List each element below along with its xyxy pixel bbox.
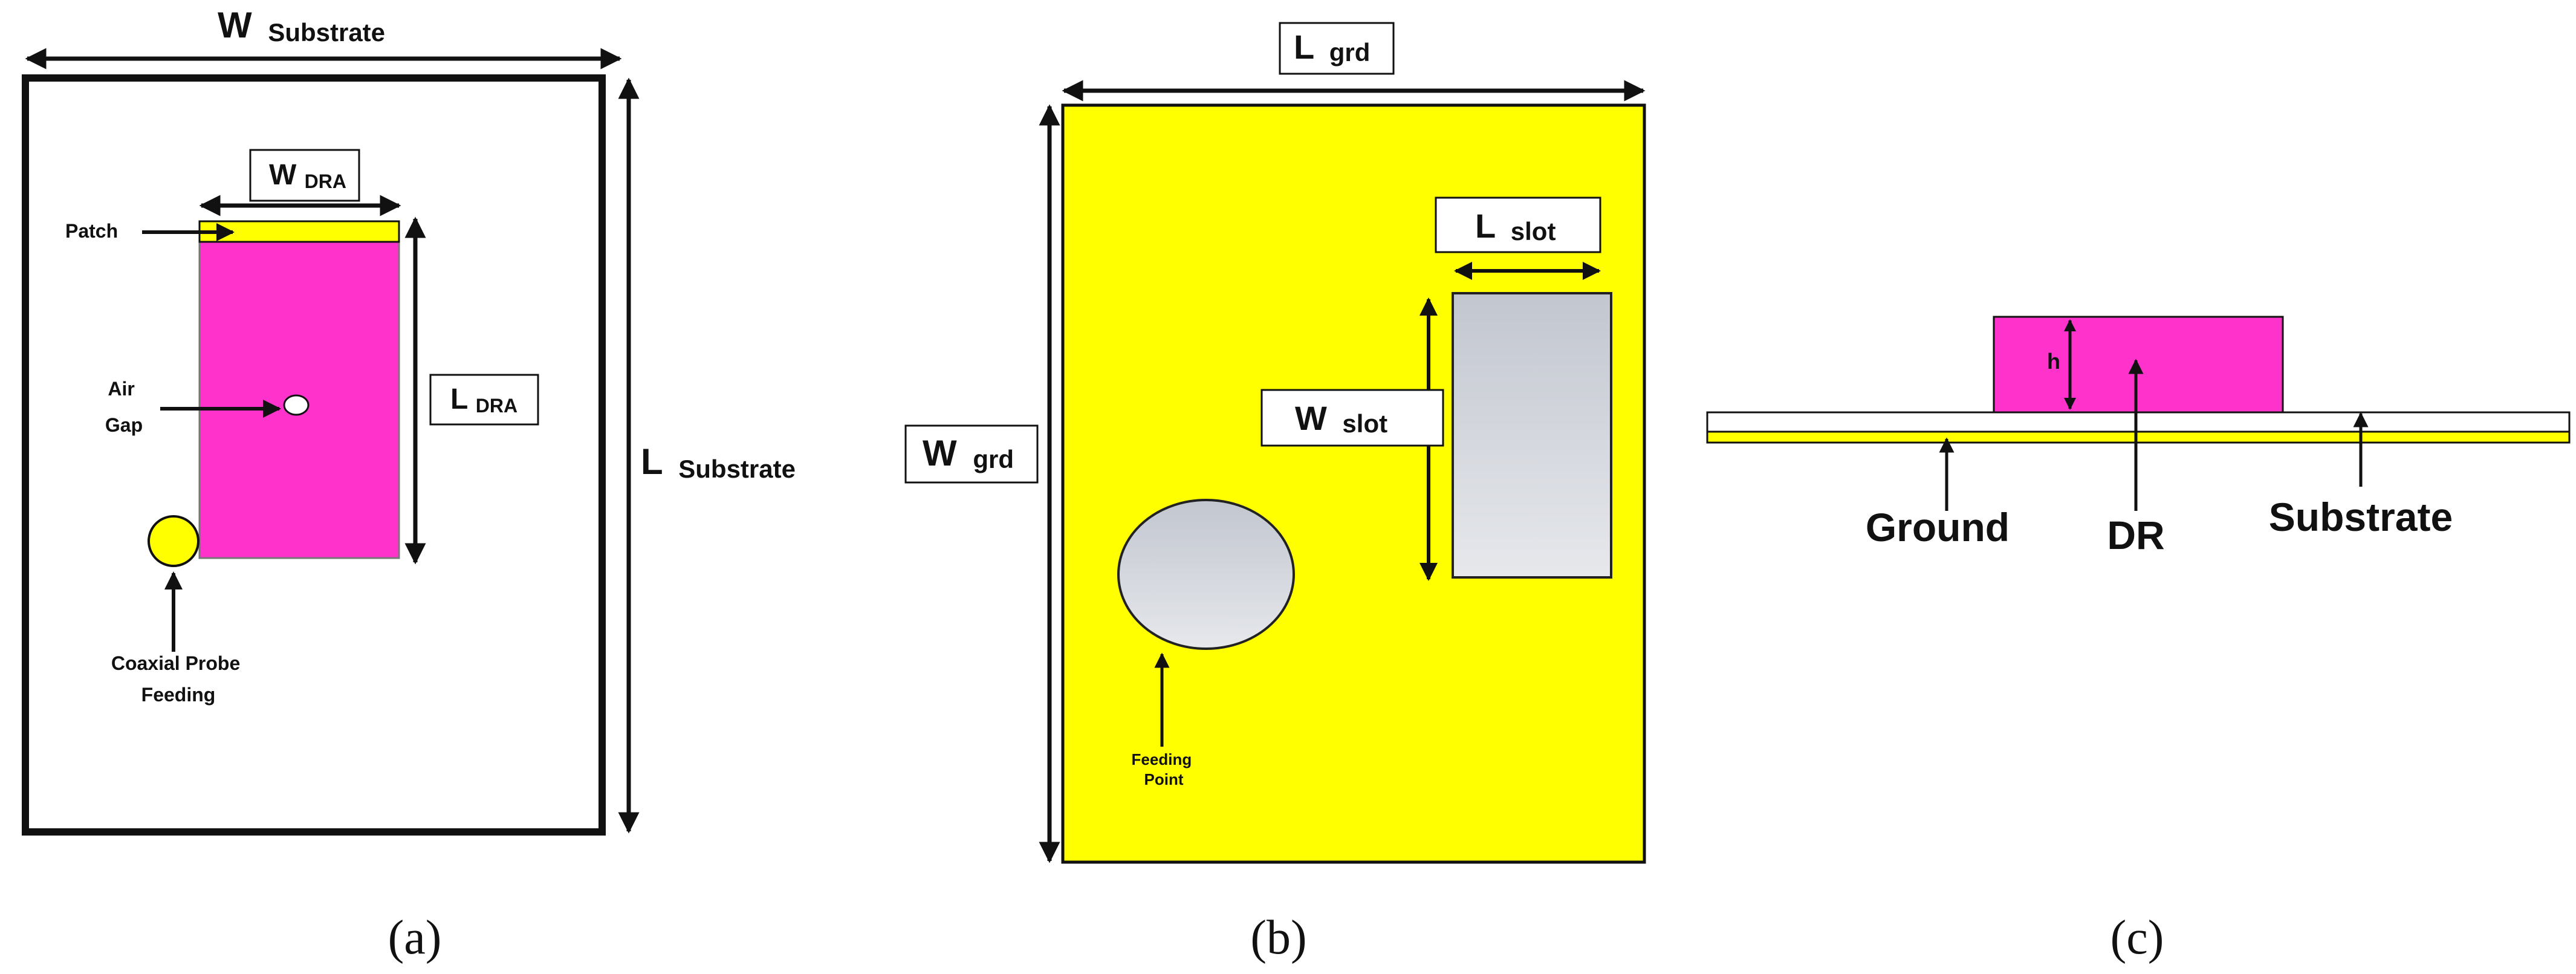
- l-dra-label: L DRA: [450, 383, 517, 417]
- dr-label: DR: [2107, 513, 2164, 557]
- air-gap-label: Air Gap: [105, 378, 143, 436]
- ground-layer: [1706, 430, 2571, 444]
- probe-label: Coaxial Probe Feeding: [111, 652, 245, 706]
- panel-c: h Ground DR Substrate (c): [1706, 316, 2571, 964]
- caption-c: (c): [2110, 911, 2164, 964]
- dr-block: [1993, 316, 2284, 414]
- substrate-label: Substrate: [2269, 495, 2453, 539]
- w-slot-label: W slot: [1295, 399, 1387, 438]
- feeding-point-circle: [1117, 499, 1295, 650]
- ground-label: Ground: [1866, 505, 2010, 550]
- height-label: h: [2047, 349, 2060, 374]
- l-slot-label-box: [1435, 196, 1601, 253]
- slot: [1452, 292, 1612, 579]
- caption-a: (a): [388, 911, 442, 964]
- air-gap-hole: [283, 394, 310, 416]
- w-grd-label-box: [904, 424, 1039, 484]
- w-dra-label-box: [249, 149, 360, 202]
- patch-label: Patch: [65, 220, 118, 242]
- l-dra-label-box: [429, 374, 539, 426]
- w-grd-label: W grd: [923, 433, 1014, 473]
- coaxial-probe-circle: [148, 515, 200, 567]
- w-dra-label: W DRA: [269, 159, 346, 192]
- panel-a: W Substrate L Substrate W DRA L DRA Patc…: [22, 5, 796, 964]
- l-substrate-label: L Substrate: [641, 441, 796, 483]
- l-slot-label: L slot: [1475, 207, 1556, 245]
- l-grd-label: L grd: [1294, 28, 1370, 67]
- w-substrate-label: W Substrate: [218, 5, 385, 47]
- feeding-point-label: Feeding Point: [1132, 750, 1196, 788]
- l-grd-label-box: [1279, 22, 1395, 75]
- panel-b: L grd W grd L slot W slot: [904, 22, 1646, 964]
- substrate-layer: [1706, 411, 2571, 433]
- caption-b: (b): [1250, 911, 1306, 964]
- w-slot-label-box: [1260, 389, 1444, 447]
